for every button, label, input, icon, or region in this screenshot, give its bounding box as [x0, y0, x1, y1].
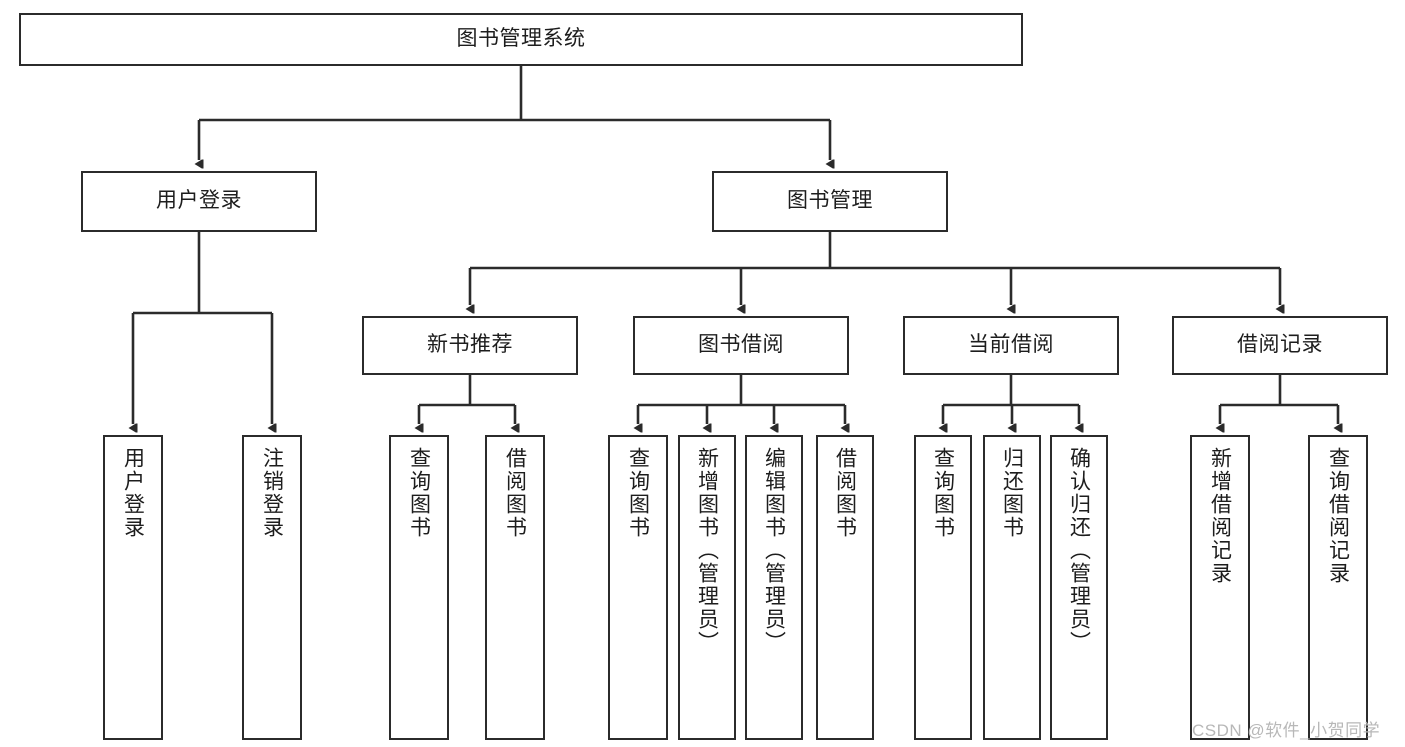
node-root-label: 图书管理系统	[456, 27, 586, 51]
leaf-query-borrow-record[interactable]: 查询借阅记录	[1308, 435, 1368, 740]
leaf-query-borrow-record-label: 查询借阅记录	[1326, 447, 1350, 585]
node-new-book-recommend[interactable]: 新书推荐	[362, 316, 578, 375]
leaf-query-book-current[interactable]: 查询图书	[914, 435, 972, 740]
leaf-add-book-admin[interactable]: 新增图书（管理员）	[678, 435, 736, 740]
leaf-return-book[interactable]: 归还图书	[983, 435, 1041, 740]
node-book-borrow[interactable]: 图书借阅	[633, 316, 849, 375]
leaf-add-book-admin-label: 新增图书（管理员）	[695, 447, 719, 654]
node-user-login-label: 用户登录	[156, 189, 242, 213]
leaf-user-login-label: 用户登录	[121, 447, 145, 539]
node-root[interactable]: 图书管理系统	[19, 13, 1023, 66]
leaf-query-book-recommend[interactable]: 查询图书	[389, 435, 449, 740]
leaf-user-logout-label: 注销登录	[260, 447, 284, 539]
node-user-login[interactable]: 用户登录	[81, 171, 317, 232]
leaf-borrow-book-recommend[interactable]: 借阅图书	[485, 435, 545, 740]
node-book-management[interactable]: 图书管理	[712, 171, 948, 232]
leaf-borrow-book[interactable]: 借阅图书	[816, 435, 874, 740]
leaf-borrow-book-recommend-label: 借阅图书	[503, 447, 527, 539]
csdn-watermark: CSDN @软件_小贺同学	[1192, 721, 1381, 740]
leaf-edit-book-admin-label: 编辑图书（管理员）	[762, 447, 786, 654]
node-current-borrow[interactable]: 当前借阅	[903, 316, 1119, 375]
leaf-confirm-return-admin[interactable]: 确认归还（管理员）	[1050, 435, 1108, 740]
leaf-user-logout[interactable]: 注销登录	[242, 435, 302, 740]
node-current-borrow-label: 当前借阅	[968, 333, 1054, 357]
leaf-add-borrow-record-label: 新增借阅记录	[1208, 447, 1232, 585]
node-book-borrow-label: 图书借阅	[698, 333, 784, 357]
leaf-query-book-recommend-label: 查询图书	[407, 447, 431, 539]
node-book-management-label: 图书管理	[787, 189, 873, 213]
leaf-user-login[interactable]: 用户登录	[103, 435, 163, 740]
leaf-edit-book-admin[interactable]: 编辑图书（管理员）	[745, 435, 803, 740]
node-borrow-record[interactable]: 借阅记录	[1172, 316, 1388, 375]
leaf-query-book-borrow-label: 查询图书	[626, 447, 650, 539]
leaf-confirm-return-admin-label: 确认归还（管理员）	[1067, 447, 1091, 654]
leaf-query-book-current-label: 查询图书	[931, 447, 955, 539]
node-new-book-recommend-label: 新书推荐	[427, 333, 513, 357]
leaf-add-borrow-record[interactable]: 新增借阅记录	[1190, 435, 1250, 740]
node-borrow-record-label: 借阅记录	[1237, 333, 1323, 357]
leaf-query-book-borrow[interactable]: 查询图书	[608, 435, 668, 740]
leaf-return-book-label: 归还图书	[1000, 447, 1024, 539]
leaf-borrow-book-label: 借阅图书	[833, 447, 857, 539]
